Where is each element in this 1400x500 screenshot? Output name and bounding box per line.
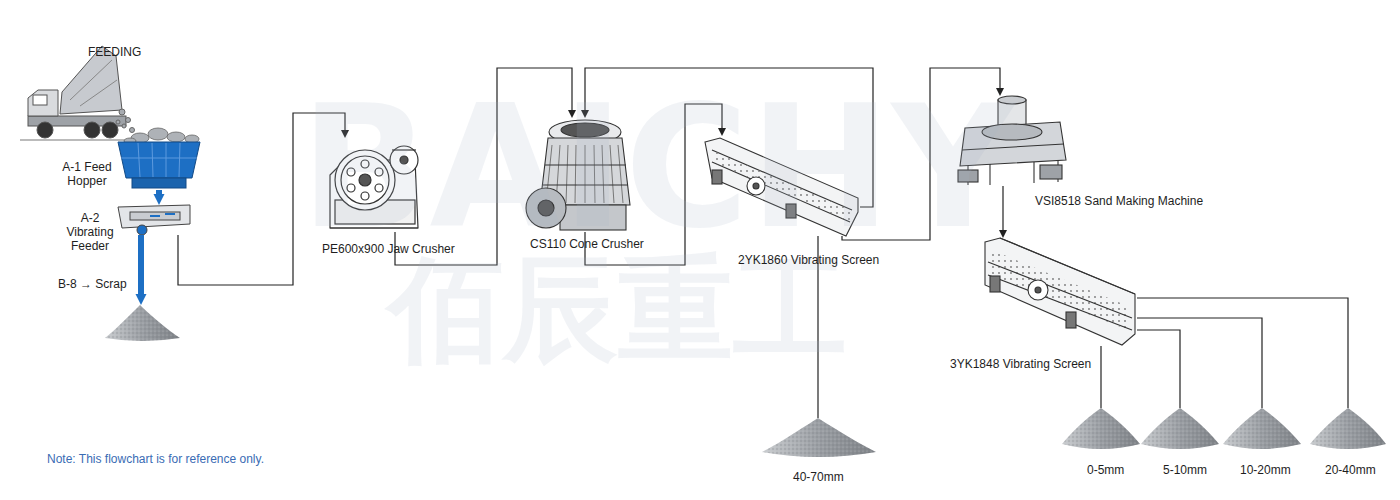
sand-making-machine: VSI8518 Sand Making Machine <box>955 96 1070 186</box>
vibrating-feeder: A-2 Vibrating Feeder <box>118 205 190 235</box>
flow-connector <box>1137 298 1348 408</box>
machine-label: A-2 Vibrating Feeder <box>64 211 116 253</box>
vibrating-screen <box>985 238 1135 345</box>
machine-label: PE600x900 Jaw Crusher <box>322 242 455 256</box>
flow-connector <box>138 235 144 294</box>
stockpile: 40-70mm <box>762 418 876 458</box>
note: Note: This flowchart is for reference on… <box>47 452 264 466</box>
machine-label: 20-40mm <box>1325 463 1376 477</box>
machine-label: 3YK1848 Vibrating Screen <box>950 357 1091 371</box>
machine-label: 0-5mm <box>1087 463 1124 477</box>
machine-label: 2YK1860 Vibrating Screen <box>738 253 879 267</box>
watermark: BAICHY <box>300 82 1015 252</box>
arrowhead <box>136 294 147 305</box>
machine-label: CS110 Cone Crusher <box>530 237 644 251</box>
machine-label: A-1 Feed Hopper <box>54 160 120 188</box>
flow-connector <box>1137 318 1262 408</box>
stockpile: 10-20mm <box>1223 408 1301 450</box>
machine-label: B-8 → Scrap <box>58 277 127 291</box>
watermark: 佰辰重工 <box>388 252 848 367</box>
machine-label: 10-20mm <box>1240 463 1291 477</box>
feed-hopper: A-1 Feed Hopper <box>118 138 200 190</box>
section-title: FEEDING <box>88 45 141 59</box>
stockpile: 20-40mm <box>1310 408 1386 450</box>
stockpile <box>762 418 876 457</box>
flow-connector <box>1100 346 1101 408</box>
vibrating-feeder <box>118 205 190 235</box>
scrap-pile <box>105 305 180 341</box>
feed-hopper <box>118 128 200 188</box>
jaw-crusher: PE600x900 Jaw Crusher <box>325 138 420 232</box>
flow-connector <box>156 190 162 194</box>
machine-label: 5-10mm <box>1163 463 1207 477</box>
stockpile: 5-10mm <box>1141 408 1219 450</box>
dump-truck <box>20 46 135 140</box>
vibrating-screen: 2YK1860 Vibrating Screen <box>705 136 860 236</box>
machine-label: VSI8518 Sand Making Machine <box>1035 194 1203 208</box>
machine-label: 40-70mm <box>793 470 844 484</box>
cone-crusher: CS110 Cone Crusher <box>525 118 631 232</box>
scrap-pile: B-8 → Scrap <box>105 305 180 342</box>
arrowhead <box>154 194 165 205</box>
flow-connector <box>1137 330 1180 408</box>
stockpile <box>1062 408 1386 449</box>
stockpile: 0-5mm <box>1062 408 1140 450</box>
vibrating-screen: 3YK1848 Vibrating Screen <box>983 238 1137 346</box>
